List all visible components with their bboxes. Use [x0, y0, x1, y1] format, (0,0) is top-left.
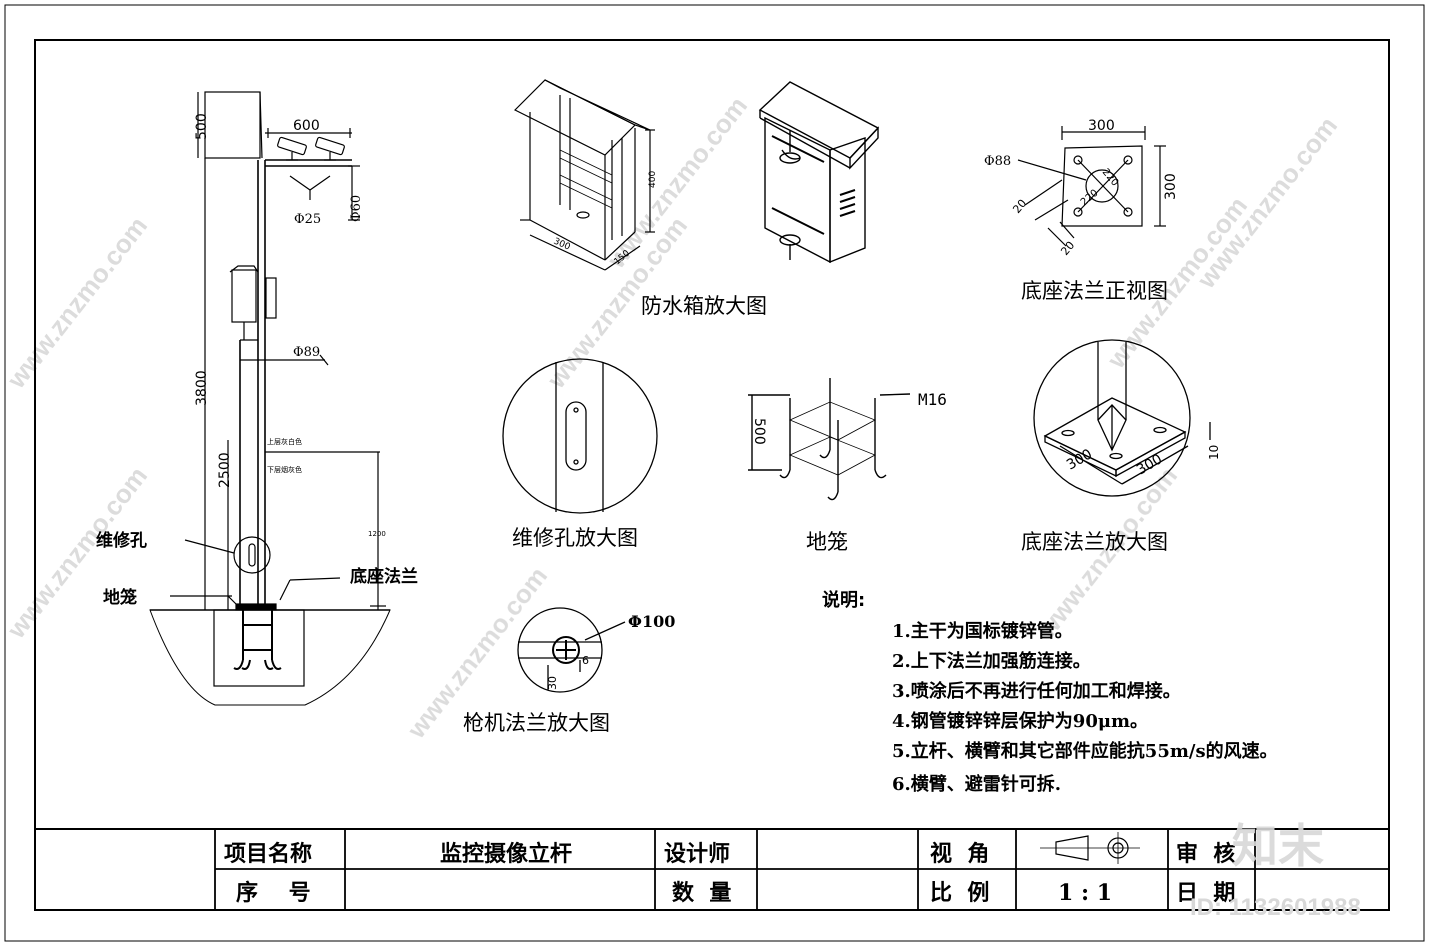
watermark-url-2: www.znzmo.com — [0, 461, 153, 645]
tb-quantity-label: 数 量 — [672, 880, 731, 906]
tb-project-name-label: 项目名称 — [224, 841, 312, 867]
label-ground-cage: 地笼 — [103, 587, 137, 608]
dim-500-top: 500 — [194, 113, 210, 140]
tb-designer-label: 设计师 — [664, 841, 730, 867]
dim-1200: 1200 — [368, 530, 386, 538]
cage-dim-500: 500 — [751, 418, 767, 445]
outer-frame — [4, 4, 1425, 942]
ground-cage-detail — [748, 378, 911, 501]
tb-scale-label: 比 例 — [930, 881, 989, 906]
projection-symbol-icon — [1040, 832, 1140, 864]
cage-dim-m16: M16 — [918, 390, 947, 409]
top-box — [204, 91, 261, 159]
dim-phi25: Φ25 — [294, 212, 321, 227]
title-block — [34, 828, 1390, 911]
tb-date-label: 日 期 — [1176, 881, 1235, 906]
caption-flange-detail: 底座法兰放大图 — [1021, 530, 1168, 554]
gf-dim-6: 6 — [582, 654, 589, 667]
bf-dim-300a: 300 — [1064, 446, 1095, 473]
gun-flange-detail — [517, 607, 626, 693]
base-flange-detail — [1033, 339, 1211, 497]
gf-dim-phi100: Φ100 — [628, 612, 675, 631]
flange-dim-300-top: 300 — [1088, 118, 1115, 134]
tb-view-label: 视 角 — [930, 841, 989, 867]
waterproof-box-open — [513, 79, 655, 271]
caption-gun-flange: 枪机法兰放大图 — [463, 711, 610, 735]
flange-dim-300-side: 300 — [1163, 173, 1179, 200]
watermark-url-1: www.znzmo.com — [0, 211, 153, 395]
ground-cage-icon — [233, 610, 282, 670]
flange-dim-220b: 220 — [1079, 188, 1101, 209]
note-3: 3.喷涂后不再进行任何加工和焊接。 — [892, 680, 1181, 702]
label-service-hole: 维修孔 — [96, 530, 147, 551]
note-4: 4.钢管镀锌锌层保护为90μm。 — [892, 710, 1148, 732]
note-5: 5.立杆、横臂和其它部件应能抗55m/s的风速。 — [892, 740, 1278, 762]
dim-600: 600 — [293, 118, 320, 134]
tb-reviewer-label: 审 核 — [1176, 841, 1235, 867]
mid-box — [231, 269, 257, 323]
paint-lower: 下层烟灰色 — [267, 465, 302, 474]
note-1: 1.主干为国标镀锌管。 — [892, 620, 1073, 642]
dim-2500: 2500 — [217, 452, 233, 488]
watermark-brand: 知末 — [1232, 820, 1324, 872]
service-hole-detail — [502, 358, 658, 514]
pole-elevation — [149, 91, 391, 706]
tb-scale-value: 1 : 1 — [1058, 880, 1112, 906]
box-dim-400: 400 — [648, 171, 658, 188]
note-2: 2.上下法兰加强筋连接。 — [892, 650, 1091, 672]
tb-serial-label: 序 号 — [236, 880, 311, 906]
tb-project-name-value: 监控摄像立杆 — [440, 841, 572, 867]
caption-waterproof-box: 防水箱放大图 — [641, 294, 767, 318]
paint-upper: 上层灰白色 — [267, 437, 302, 446]
camera-1-icon — [277, 136, 307, 161]
watermark-url-8: www.znzmo.com — [1190, 111, 1343, 295]
service-hole-circle — [233, 536, 271, 574]
caption-service-hole: 维修孔放大图 — [512, 526, 638, 550]
camera-2-icon — [315, 136, 345, 161]
bf-dim-10: 10 — [1207, 445, 1221, 460]
inner-frame — [34, 39, 1390, 911]
notes-heading: 说明: — [822, 589, 865, 611]
flange-dim-phi88: Φ88 — [984, 154, 1011, 169]
note-6: 6.横臂、避雷针可拆. — [892, 773, 1061, 795]
caption-flange-front: 底座法兰正视图 — [1021, 279, 1168, 303]
dim-phi60: Φ60 — [349, 195, 364, 222]
watermark-id: ID: 1132601988 — [1190, 894, 1361, 921]
waterproof-box-closed — [758, 81, 880, 264]
flange-front-view — [1017, 126, 1166, 247]
flange-dim-20a: 20 — [1010, 197, 1029, 216]
caption-ground-cage: 地笼 — [806, 530, 848, 554]
gf-dim-30: 30 — [546, 676, 559, 690]
dim-3800: 3800 — [194, 370, 210, 406]
dim-phi89: Φ89 — [293, 345, 320, 360]
label-base-flange: 底座法兰 — [350, 566, 418, 587]
